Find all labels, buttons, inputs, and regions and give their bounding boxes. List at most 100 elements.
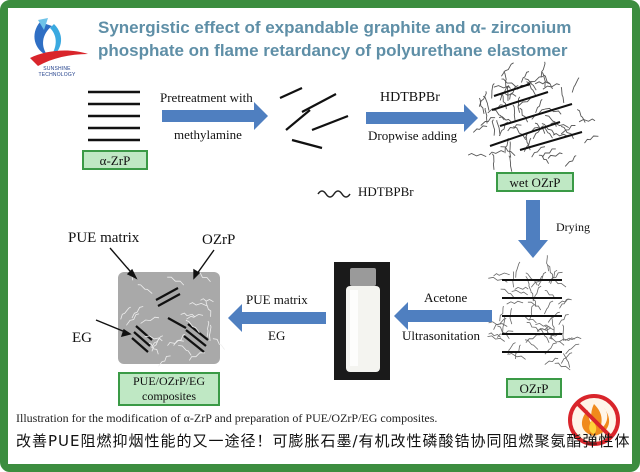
hdtbpbr-chain [544, 300, 554, 315]
methylamine-label: methylamine [174, 127, 242, 142]
composites-box-line1: PUE/OZrP/EG [133, 374, 205, 388]
hdtbpbr-chain [484, 107, 488, 124]
sunshine-logo [30, 18, 88, 66]
hdtbpbr-chain [497, 325, 510, 340]
hdtbpbr-chain [540, 61, 546, 78]
hdtbpbr-chain [541, 123, 556, 136]
hdtbpbr-chain [498, 121, 509, 137]
hdtbpbr-chain [185, 320, 200, 333]
hdtbpbr-chain [571, 77, 580, 93]
hdtbpbr-chain [544, 107, 562, 115]
hdtbpbr-chain [549, 279, 567, 288]
azrp-layers [88, 90, 140, 142]
page-title: Synergistic effect of expandable graphit… [98, 18, 572, 60]
hdtbpbr-chain [531, 146, 546, 158]
hdtbpbr-chain [527, 301, 542, 311]
hdtbpbr-chain [544, 290, 556, 300]
hdtbpbr-chain [546, 264, 554, 281]
hdtbpbr-chain [189, 302, 207, 307]
hdtbpbr-chain [514, 286, 529, 290]
hdtbpbr-chain [532, 125, 544, 139]
hdtbpbr-chain [491, 83, 495, 99]
ozrp-structure [487, 255, 582, 371]
hdtbpbr-chain [480, 117, 496, 126]
hdtbpbr-chain [578, 118, 596, 123]
drying-label: Drying [556, 220, 590, 234]
hdtbpbr-chain [544, 357, 559, 365]
hdtbpbr-chain [542, 74, 553, 90]
arrow-pretreatment [162, 102, 268, 130]
hdtbpbr-chain [564, 155, 577, 167]
hdtbpbr-legend-label: HDTBPBr [358, 184, 414, 199]
hdtbpbr-chain [506, 85, 510, 101]
hdtbpbr-chain [547, 152, 563, 159]
hdtbpbr-squiggle-icon [317, 190, 351, 198]
hdtbpbr-chain [552, 132, 569, 138]
hdtbpbr-chain [558, 314, 569, 325]
hdtbpbr-chain [536, 326, 551, 332]
hdtbpbr-label: HDTBPBr [380, 90, 440, 105]
hdtbpbr-chain [478, 91, 487, 107]
hdtbpbr-chain [542, 148, 556, 158]
hdtbpbr-chain [209, 324, 212, 341]
hdtbpbr-chain [562, 353, 571, 368]
arrow-acetone [394, 302, 492, 330]
hdtbpbr-chain [525, 334, 541, 343]
hdtbpbr-chain [549, 337, 565, 346]
suspension-bottle-image [334, 262, 390, 380]
hdtbpbr-chain [509, 85, 519, 100]
dropwise-label: Dropwise adding [368, 128, 458, 143]
hdtbpbr-chain [517, 96, 521, 113]
figure-caption: Illustration for the modification of α-Z… [16, 411, 438, 425]
hdtbpbr-chain [554, 362, 571, 371]
hdtbpbr-chain [493, 272, 510, 277]
hdtbpbr-chain [564, 336, 582, 342]
hdtbpbr-chain [550, 122, 569, 128]
hdtbpbr-chain [212, 338, 225, 350]
composites-box-line2: composites [142, 389, 196, 403]
arrow-hdtbpbr [366, 104, 478, 132]
hdtbpbr-chain [120, 306, 131, 320]
hdtbpbr-chain [508, 155, 513, 172]
hdtbpbr-chain [527, 76, 544, 87]
hdtbpbr-chain [502, 317, 506, 333]
hdtbpbr-chain [500, 146, 516, 157]
composite-pue-matrix-label: PUE matrix [68, 230, 140, 246]
wet-ozrp-structure [467, 61, 599, 172]
hdtbpbr-chain [499, 116, 513, 123]
hdtbpbr-chain [137, 284, 153, 294]
hdtbpbr-chain [540, 328, 550, 343]
hdtbpbr-chain [488, 150, 505, 156]
hdtbpbr-chain [512, 104, 516, 121]
brand-name: SUNSHINE TECHNOLOGY [38, 66, 76, 78]
hdtbpbr-chain [178, 345, 192, 356]
hdtbpbr-chain [491, 153, 495, 170]
hdtbpbr-chain [534, 81, 550, 85]
hdtbpbr-chain [520, 71, 530, 83]
hdtbpbr-chain [487, 335, 505, 342]
hdtbpbr-chain [488, 332, 501, 338]
hdtbpbr-chain [551, 317, 555, 334]
pretreatment-label: Pretreatment with [160, 90, 253, 105]
hdtbpbr-chain [131, 306, 144, 319]
hdtbpbr-chain [560, 87, 565, 103]
hdtbpbr-chain [500, 288, 515, 299]
hdtbpbr-chain [493, 85, 511, 89]
composite-eg-label: EG [72, 330, 92, 346]
composite-block [118, 265, 225, 367]
hdtbpbr-chain [541, 71, 546, 88]
pue-matrix-step-label: PUE matrix [246, 292, 308, 307]
hdtbpbr-chain [205, 301, 212, 317]
hdtbpbr-chain [496, 120, 501, 136]
hdtbpbr-chain [560, 352, 573, 364]
hdtbpbr-chain [503, 71, 507, 88]
hdtbpbr-chain [513, 126, 527, 140]
hdtbpbr-chain [511, 289, 528, 296]
no-fire-icon [568, 394, 620, 446]
hdtbpbr-chain [501, 62, 514, 77]
hdtbpbr-chain [544, 325, 553, 340]
hdtbpbr-chain [558, 337, 575, 343]
hdtbpbr-chain [180, 312, 196, 318]
hdtbpbr-chain [530, 291, 537, 307]
